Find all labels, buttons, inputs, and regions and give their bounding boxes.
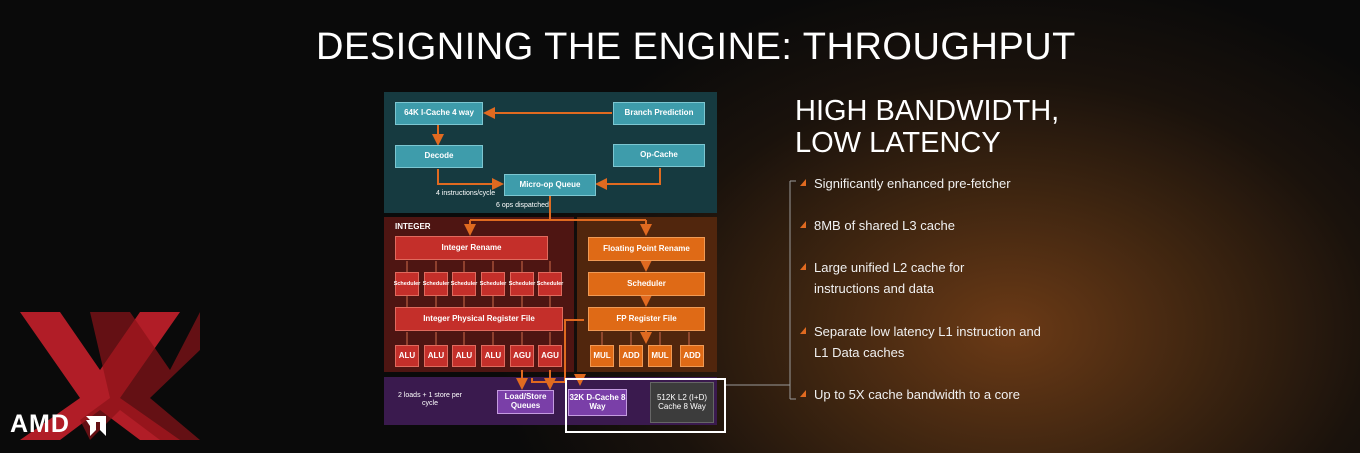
right-heading: HIGH BANDWIDTH, LOW LATENCY	[795, 95, 1059, 159]
cache-highlight-frame	[565, 378, 726, 433]
int-scheduler-2: Scheduler	[423, 272, 449, 296]
heading-line-2: LOW LATENCY	[795, 127, 1001, 159]
bullet-4: Separate low latency L1 instruction and …	[800, 321, 1050, 363]
bullet-2: 8MB of shared L3 cache	[800, 215, 1050, 236]
bullet-1: Significantly enhanced pre-fetcher	[800, 173, 1050, 194]
load-store-queues-block: Load/Store Queues	[497, 390, 554, 414]
bullet-marker-icon	[800, 221, 806, 228]
branch-prediction-block: Branch Prediction	[613, 102, 705, 125]
bullet-marker-icon	[800, 263, 806, 270]
fp-scheduler-block: Scheduler	[588, 272, 705, 296]
int-unit-1: ALU	[395, 345, 419, 367]
int-scheduler-5: Scheduler	[509, 272, 535, 296]
core-diagram: 64K I-Cache 4 way Branch Prediction Deco…	[384, 92, 720, 432]
heading-line-1: HIGH BANDWIDTH,	[795, 95, 1060, 127]
amd-xx-logo	[20, 312, 200, 440]
slide-title: DESIGNING THE ENGINE: THROUGHPUT	[316, 26, 1076, 68]
loads-stores-note: 2 loads + 1 store per cycle	[398, 392, 463, 408]
bullet-5: Up to 5X cache bandwidth to a core	[800, 384, 1050, 405]
amd-arrow-icon	[86, 416, 106, 436]
integer-rename-block: Integer Rename	[395, 236, 548, 260]
bullet-marker-icon	[800, 390, 806, 397]
op-cache-block: Op-Cache	[613, 144, 705, 167]
bullet-marker-icon	[800, 327, 806, 334]
int-unit-4: ALU	[481, 345, 505, 367]
l1-dcache-block: 32K D-Cache 8 Way	[568, 389, 627, 416]
fp-unit-1: MUL	[590, 345, 614, 367]
bullet-marker-icon	[800, 179, 806, 186]
int-unit-6: AGU	[538, 345, 562, 367]
amd-logo-text: AMD	[10, 410, 70, 438]
l2-cache-block: 512K L2 (I+D) Cache 8 Way	[650, 382, 714, 423]
decode-block: Decode	[395, 145, 483, 168]
fp-unit-4: ADD	[680, 345, 704, 367]
int-scheduler-6: Scheduler	[537, 272, 563, 296]
fp-register-file-block: FP Register File	[588, 307, 705, 331]
micro-op-queue-block: Micro-op Queue	[504, 174, 596, 196]
bullet-bracket	[726, 180, 796, 400]
int-scheduler-1: Scheduler	[394, 272, 420, 296]
int-unit-5: AGU	[510, 345, 534, 367]
int-scheduler-4: Scheduler	[480, 272, 506, 296]
fp-unit-3: MUL	[648, 345, 672, 367]
icache-block: 64K I-Cache 4 way	[395, 102, 483, 125]
bullet-3: Large unified L2 cache for instructions …	[800, 257, 1030, 299]
integer-label: INTEGER	[395, 222, 431, 231]
fp-rename-block: Floating Point Rename	[588, 237, 705, 261]
fp-unit-2: ADD	[619, 345, 643, 367]
int-unit-3: ALU	[452, 345, 476, 367]
ops-dispatched-note: 6 ops dispatched	[496, 202, 549, 209]
int-unit-2: ALU	[424, 345, 448, 367]
int-scheduler-3: Scheduler	[451, 272, 477, 296]
integer-register-file-block: Integer Physical Register File	[395, 307, 563, 331]
instructions-per-cycle-note: 4 instructions/cycle	[436, 190, 496, 197]
